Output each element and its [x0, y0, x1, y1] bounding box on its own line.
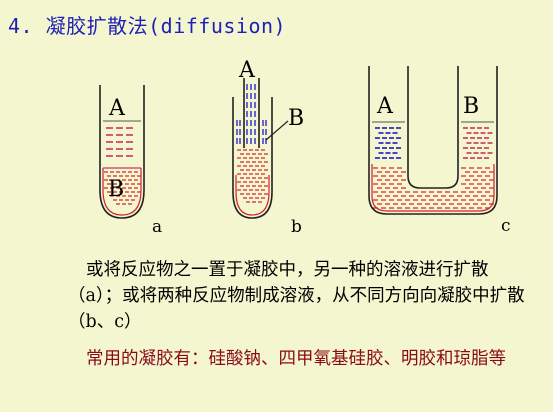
- tube-c-gel-outline: [371, 164, 495, 212]
- description-paragraph: 或将反应物之一置于凝胶中，另一种的溶液进行扩散（a）；或将两种反应物制成溶液，从…: [68, 257, 538, 335]
- common-gels-text: 常用的凝胶有：硅酸钠、四甲氧基硅胶、明胶和琼脂等: [86, 349, 506, 369]
- gel-diffusion-diagram: A B a A B b A B c: [99, 58, 511, 237]
- tube-b-caption: b: [291, 217, 302, 237]
- tube-c-reagent-left: [375, 127, 401, 159]
- tube-a-solution-layer: [106, 127, 133, 157]
- tube-b-label-a: A: [238, 58, 256, 83]
- tube-a-label-a: A: [108, 96, 126, 121]
- tube-c-outer-glass: [368, 66, 498, 215]
- slide-title: 4. 凝胶扩散法(diffusion): [8, 14, 287, 38]
- tube-b-outer-glass: [232, 97, 273, 219]
- tube-a: A B a: [99, 85, 162, 237]
- tube-b-reagent-column: [246, 84, 256, 144]
- tube-b: A B b: [232, 58, 304, 237]
- tube-b-gel-layer: [237, 149, 268, 203]
- tube-c-reagent-right: [463, 127, 493, 159]
- tube-a-label-b: B: [108, 177, 124, 202]
- tube-a-inner-glass: [102, 168, 142, 216]
- description-text: 或将反应物之一置于凝胶中，另一种的溶液进行扩散（a）；或将两种反应物制成溶液，从…: [68, 260, 525, 332]
- tube-c-gel-layer: [373, 167, 494, 209]
- tube-a-glass: [99, 85, 145, 219]
- common-gels-note: 常用的凝胶有：硅酸钠、四甲氧基硅胶、明胶和琼脂等: [68, 346, 538, 372]
- tube-c: A B c: [368, 66, 511, 236]
- tube-a-caption: a: [152, 217, 162, 237]
- tube-c-label-b: B: [463, 94, 479, 119]
- tube-c-label-a: A: [376, 94, 394, 119]
- tube-b-pointer: [265, 120, 289, 141]
- tube-c-caption: c: [501, 216, 511, 236]
- tube-b-label-b: B: [288, 106, 304, 131]
- tube-a-gel-layer: [104, 171, 141, 205]
- tube-c-inner-glass: [407, 66, 459, 189]
- tube-b-inner-bottom: [235, 175, 270, 216]
- tube-b-reagent-annulus: [236, 120, 267, 144]
